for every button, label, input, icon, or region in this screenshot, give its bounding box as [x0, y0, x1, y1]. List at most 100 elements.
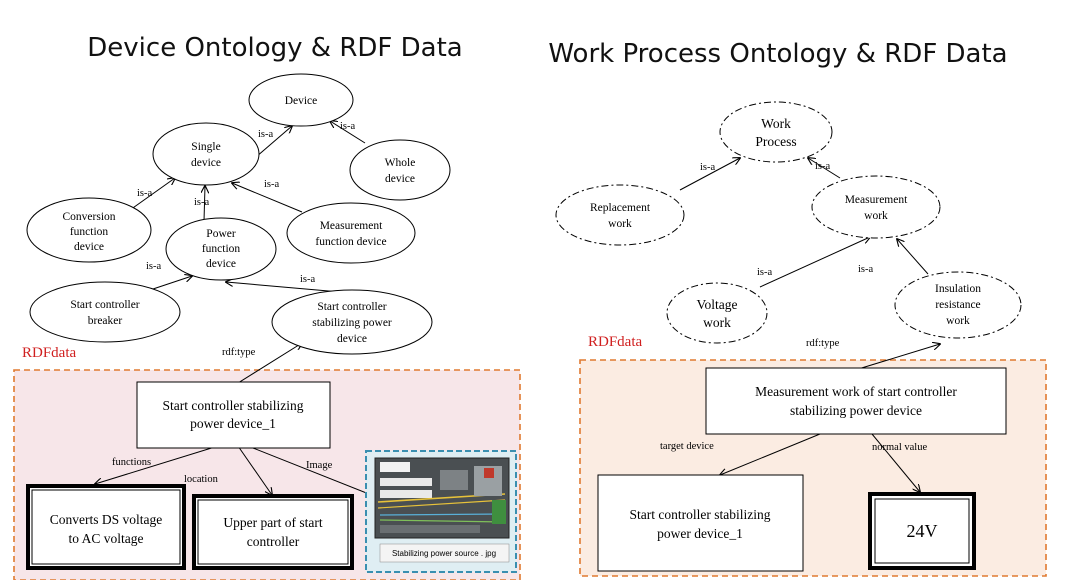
edge-label-functions: functions: [112, 457, 151, 468]
edge-label-location: location: [184, 474, 219, 485]
edge-normal-value: [871, 433, 920, 492]
node-label: Start controller: [70, 299, 139, 311]
node-label: stabilizing power: [312, 317, 392, 329]
node-label: device: [191, 157, 221, 169]
node-label: device: [206, 258, 236, 270]
edge-conversion-to-single: [129, 178, 175, 211]
node-insulation-resistance-work: Insulation resistance work: [894, 271, 1022, 339]
right-instance-box: Measurement work of start controller sta…: [705, 367, 1007, 435]
node-voltage-work: Voltage work: [666, 282, 768, 344]
node-label: device: [337, 333, 367, 345]
box-label: Start controller stabilizing: [630, 507, 771, 522]
edge-label-isa: is-a: [146, 261, 162, 272]
node-label: device: [385, 173, 415, 185]
node-label: Insulation: [935, 283, 981, 295]
node-replacement-work: Replacement work: [555, 184, 685, 246]
node-conversion-function-device: Conversion function device: [26, 197, 152, 263]
node-power-function-device: Power function device: [165, 217, 277, 281]
node-start-controller-breaker: Start controller breaker: [29, 281, 181, 343]
node-label: breaker: [88, 315, 123, 327]
node-measurement-function-device: Measurement function device: [286, 202, 416, 264]
node-single-device: Single device: [152, 122, 260, 186]
node-whole-device: Whole device: [349, 139, 451, 201]
node-label: resistance: [935, 299, 980, 311]
edge-label-rdftype: rdf:type: [806, 338, 840, 349]
node-label: Whole: [385, 157, 416, 169]
edge-instance-rdftype: [854, 344, 940, 371]
node-label: Device: [285, 95, 318, 107]
edge-measurement-to-single: [232, 183, 303, 213]
node-work-process: Work Process: [719, 101, 833, 163]
node-start-controller-stabilizing: Start controller stabilizing power devic…: [271, 289, 433, 355]
node-label: Measurement: [845, 194, 908, 206]
box-label: controller: [247, 534, 300, 549]
node-label: Conversion: [62, 211, 115, 223]
node-label: device: [74, 241, 104, 253]
node-label: Work: [761, 116, 791, 131]
edge-image: [247, 445, 384, 500]
edge-single-to-device: [255, 126, 292, 158]
box-label: to AC voltage: [69, 531, 144, 546]
edge-label-isa: is-a: [700, 162, 716, 173]
node-label: work: [864, 210, 888, 222]
edge-voltage-to-measurement: [759, 237, 870, 288]
right-rdf-label: RDFdata: [588, 334, 643, 350]
edge-insulation-to-measurement: [897, 239, 929, 275]
box-label: Start controller stabilizing: [163, 398, 304, 413]
node-label: Process: [755, 134, 796, 149]
box-label: power device_1: [190, 416, 276, 431]
edge-replacement-to-workprocess: [679, 158, 740, 191]
upper-part-box: Upper part of start controller: [192, 494, 354, 570]
edge-label-isa: is-a: [300, 274, 316, 285]
edge-label-isa: is-a: [340, 121, 356, 132]
edge-label-isa: is-a: [264, 179, 280, 190]
edge-label-isa: is-a: [815, 161, 831, 172]
node-label: function: [70, 226, 109, 238]
node-label: Measurement: [320, 220, 383, 232]
edge-whole-to-device: [330, 121, 366, 144]
node-label: Start controller: [317, 301, 386, 313]
edge-power-to-single: [204, 186, 205, 222]
node-label: work: [608, 218, 632, 230]
right-title: Work Process Ontology & RDF Data: [548, 39, 1007, 69]
node-label: function device: [315, 236, 386, 248]
edge-label-target-device: target device: [660, 441, 714, 452]
edge-target-device: [720, 433, 821, 475]
image-caption: Stabilizing power source . jpg: [392, 549, 496, 558]
edge-measurement-to-workprocess: [808, 158, 841, 179]
box-label: stabilizing power device: [790, 403, 922, 418]
edge-label-image: Image: [306, 460, 333, 471]
edge-stabilizing-to-power: [226, 282, 341, 293]
device-photo-thumbnail: Stabilizing power source . jpg: [365, 450, 517, 573]
node-label: Replacement: [590, 202, 651, 214]
edge-label-isa: is-a: [757, 267, 773, 278]
target-device-box: Start controller stabilizing power devic…: [597, 474, 804, 572]
edge-location: [237, 445, 272, 495]
node-label: work: [946, 315, 970, 327]
box-label: power device_1: [657, 526, 743, 541]
edge-label-isa: is-a: [858, 264, 874, 275]
edge-label-rdftype: rdf:type: [222, 347, 256, 358]
edge-label-normal-value: normal value: [872, 442, 927, 453]
edge-breaker-to-power: [149, 276, 192, 291]
edge-label-isa: is-a: [194, 197, 210, 208]
left-rdf-label: RDFdata: [22, 345, 77, 361]
node-label: work: [703, 315, 731, 330]
edge-label-isa: is-a: [258, 129, 274, 140]
value-label: 24V: [907, 521, 938, 541]
left-instance-box: Start controller stabilizing power devic…: [136, 381, 331, 449]
box-label: Converts DS voltage: [50, 512, 163, 527]
node-label: function: [202, 243, 241, 255]
box-label: Upper part of start: [223, 515, 323, 530]
normal-value-box: 24V: [868, 492, 976, 570]
edge-label-isa: is-a: [137, 188, 153, 199]
node-measurement-work: Measurement work: [811, 175, 941, 239]
edge-functions: [95, 445, 219, 484]
node-label: Voltage: [697, 297, 738, 312]
box-label: Measurement work of start controller: [755, 384, 957, 399]
converts-voltage-box: Converts DS voltage to AC voltage: [26, 484, 186, 570]
node-label: Power: [206, 228, 236, 240]
node-label: Single: [191, 141, 220, 153]
edge-instance-rdftype: [237, 343, 302, 384]
